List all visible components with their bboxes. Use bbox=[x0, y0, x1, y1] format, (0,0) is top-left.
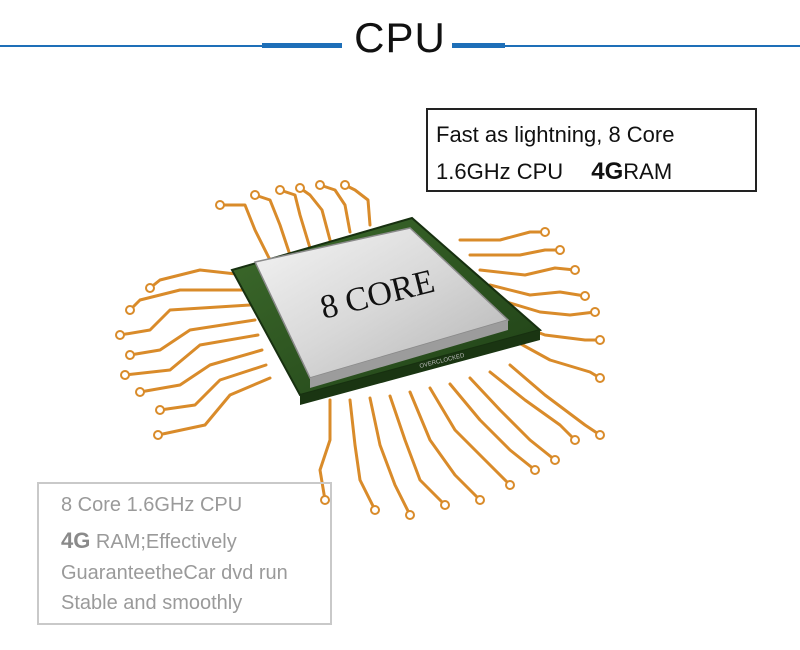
desc-cpu-text: 1.6GHz CPU bbox=[121, 494, 243, 516]
desc-line-2: 4G RAM;Effectively bbox=[61, 528, 237, 554]
trace-pads bbox=[115, 180, 605, 520]
callout-cpu-text: 1.6GHz CPU bbox=[436, 159, 564, 184]
header-rule-right bbox=[505, 45, 800, 47]
callout-separator: , bbox=[596, 122, 603, 147]
callout-ram-size: 4G bbox=[591, 158, 624, 185]
callout-line-1: Fast as lightning, 8 Core bbox=[436, 122, 674, 148]
desc-line-3: GuaranteetheCar dvd run bbox=[61, 562, 288, 584]
desc-core-text: 8 Core bbox=[61, 494, 122, 516]
header-rule-left bbox=[0, 45, 262, 47]
header-rule-left-accent bbox=[262, 43, 342, 48]
desc-ram-size: 4G bbox=[61, 528, 91, 553]
spec-callout: Fast as lightning, 8 Core 1.6GHz CPU 4GR… bbox=[426, 108, 757, 192]
callout-line-2: 1.6GHz CPU 4GRAM bbox=[436, 158, 672, 186]
callout-ram-text: RAM bbox=[623, 159, 673, 184]
header-rule-right-accent bbox=[452, 43, 505, 48]
page-title: CPU bbox=[354, 14, 446, 61]
desc-line-4: Stable and smoothly bbox=[61, 592, 243, 614]
desc-line-1: 8 Core 1.6GHz CPU bbox=[61, 494, 242, 517]
desc-ram-text: RAM;Effectively bbox=[90, 531, 237, 553]
description-box: 8 Core 1.6GHz CPU 4G RAM;Effectively Gua… bbox=[37, 482, 332, 625]
callout-core-text: 8 Core bbox=[602, 122, 675, 147]
circuit-traces bbox=[118, 183, 602, 517]
callout-speed-text: Fast as lightning bbox=[436, 122, 597, 147]
